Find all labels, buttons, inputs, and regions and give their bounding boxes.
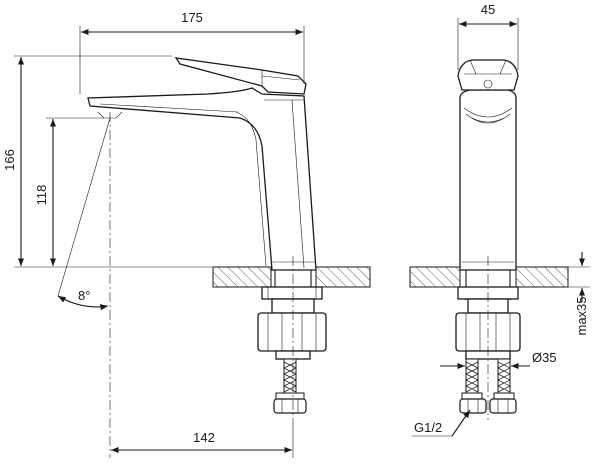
- dim-max-deck: max35: [574, 296, 589, 335]
- deck-right-side: [515, 266, 569, 288]
- dim-spout-height: 118: [34, 185, 49, 206]
- supply-hoses-side: [459, 358, 517, 414]
- lever-handle-side: [457, 59, 519, 91]
- dim-side-width: 45: [481, 2, 495, 17]
- dim-thread: G1/2: [414, 420, 442, 435]
- dim-spout-reach: 142: [193, 430, 215, 445]
- deck-left-side: [409, 266, 461, 288]
- deck-left-front: [212, 266, 272, 288]
- lever-handle-front: [174, 57, 307, 95]
- dim-spout-angle: 8°: [78, 288, 90, 303]
- side-view: 45 max35 Ø35 G1/2: [409, 2, 590, 437]
- supply-hose-front: [273, 358, 307, 414]
- top-collar-front: [261, 286, 323, 300]
- dim-width-total: 175: [181, 10, 203, 25]
- dim-hole-diameter: Ø35: [532, 350, 557, 365]
- deck-right-front: [315, 266, 371, 288]
- front-view: 175 166 118 8° 142: [2, 10, 371, 458]
- faucet-body-front: [87, 87, 317, 271]
- dim-height-total: 166: [2, 149, 17, 171]
